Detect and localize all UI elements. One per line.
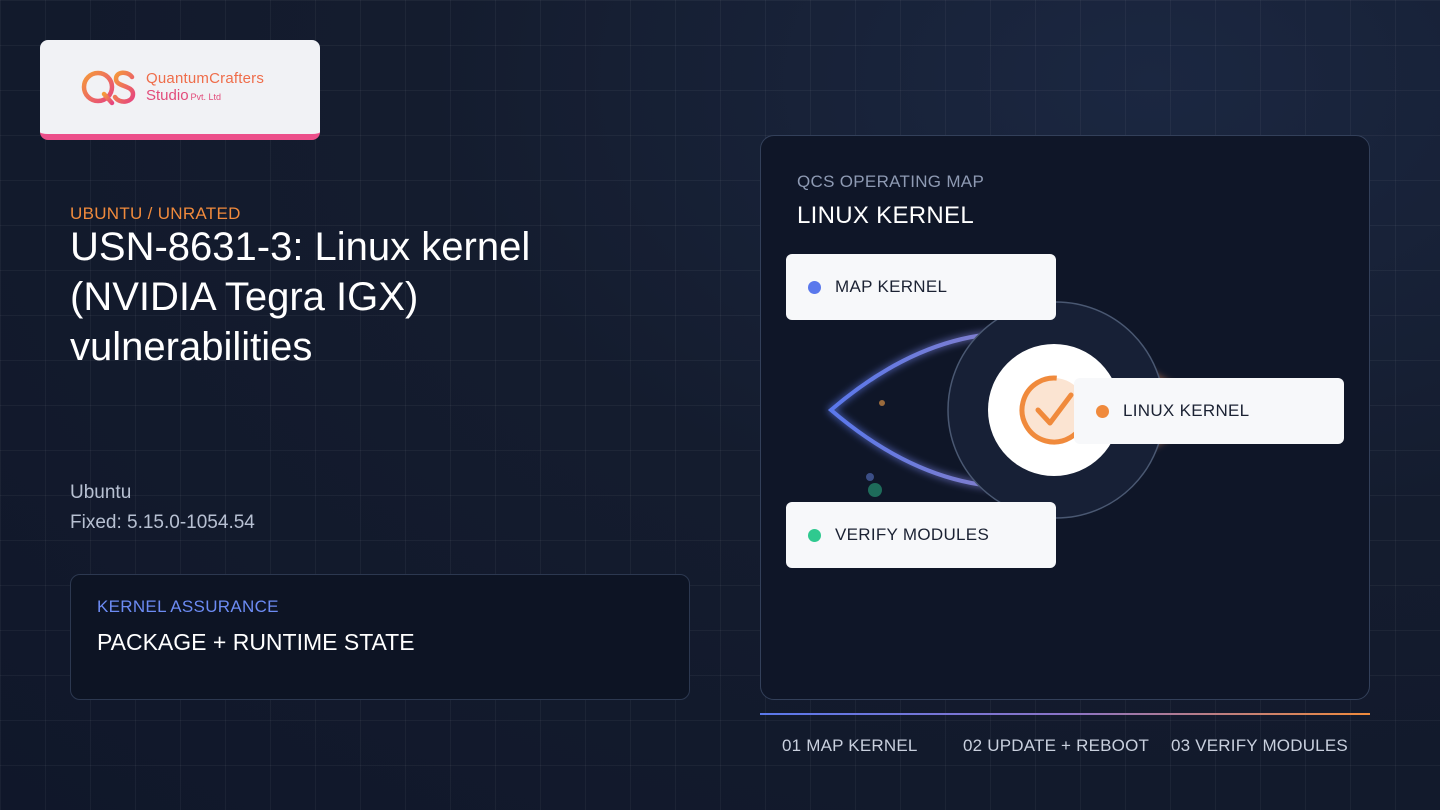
brand-name-line1: QuantumCrafters xyxy=(146,69,265,87)
advisory-eyebrow: UBUNTU / UNRATED xyxy=(70,204,241,223)
map-node-label: VERIFY MODULES xyxy=(835,525,990,544)
map-node-map-kernel: MAP KERNEL xyxy=(786,254,1056,320)
particle-dot xyxy=(866,473,874,481)
map-node-linux-kernel: LINUX KERNEL xyxy=(1074,378,1344,444)
map-node-dot xyxy=(808,528,821,542)
advisory-title: USN-8631-3: Linux kernel (NVIDIA Tegra I… xyxy=(70,225,531,369)
map-node-verify-modules: VERIFY MODULES xyxy=(786,502,1056,568)
steps-progress-line xyxy=(760,713,1370,715)
map-node-dot xyxy=(808,280,821,294)
step-2: 02 UPDATE + REBOOT xyxy=(963,736,1150,755)
advisory-distro: Ubuntu xyxy=(70,482,132,503)
map-eyebrow: QCS OPERATING MAP xyxy=(797,172,985,191)
assurance-value: PACKAGE + RUNTIME STATE xyxy=(97,629,415,655)
particle-dot xyxy=(879,400,885,406)
brand-name-suffix: Pvt. Ltd xyxy=(190,92,222,102)
map-node-dot xyxy=(1096,404,1109,418)
step-3: 03 VERIFY MODULES xyxy=(1171,736,1348,755)
kernel-assurance-card: KERNEL ASSURANCE PACKAGE + RUNTIME STATE xyxy=(70,574,690,700)
particle-dot xyxy=(868,483,882,497)
assurance-label: KERNEL ASSURANCE xyxy=(97,597,279,616)
advisory-fixed-version: Fixed: 5.15.0-1054.54 xyxy=(70,512,255,533)
brand-name-studio: Studio xyxy=(146,87,189,104)
map-node-label: MAP KERNEL xyxy=(835,277,948,296)
map-title: LINUX KERNEL xyxy=(797,202,974,229)
map-node-label: LINUX KERNEL xyxy=(1123,401,1250,420)
brand-logo-mark xyxy=(81,70,136,106)
step-1: 01 MAP KERNEL xyxy=(782,736,918,755)
operating-map-panel: QCS OPERATING MAP LINUX KERNEL xyxy=(760,135,1370,700)
